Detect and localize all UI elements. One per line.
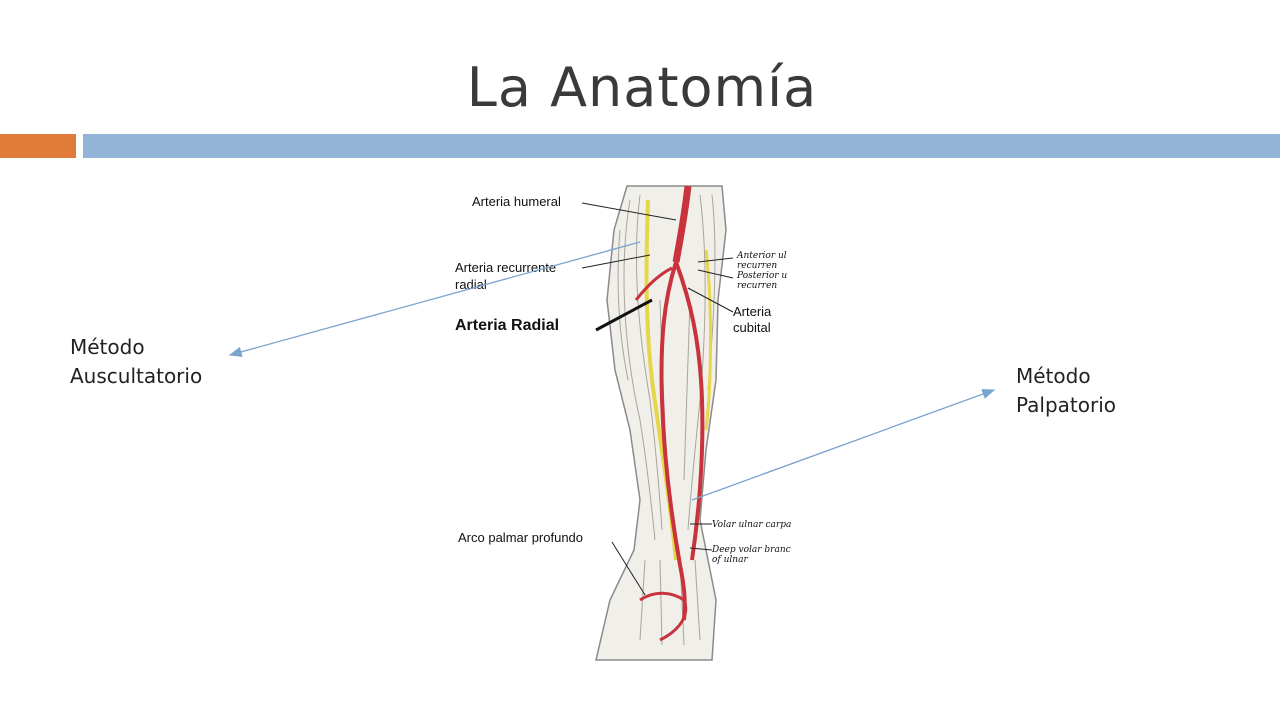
arrow-to-palpatorio xyxy=(691,389,996,501)
label-recurrente-line1: Arteria recurrente xyxy=(455,260,556,275)
artery-humeral xyxy=(672,185,692,263)
label-cubital-line1: Arteria xyxy=(733,304,772,319)
artery-palmar-arch xyxy=(639,591,688,642)
artery-ulnar xyxy=(674,261,705,561)
artery-recurrent xyxy=(634,266,673,301)
method-palpatorio-line1: Método xyxy=(1016,364,1091,388)
method-auscultatorio-line1: Método xyxy=(70,335,145,359)
label-anterior-ulnar-2: recurren xyxy=(737,261,777,271)
label-arteria-radial: Arteria Radial xyxy=(455,317,559,334)
label-anterior-ulnar-1: Anterior ul xyxy=(736,251,787,261)
label-volar-ulnar: Volar ulnar carpa xyxy=(712,520,791,530)
method-auscultatorio-label: Método Auscultatorio xyxy=(70,333,202,391)
label-recurrente-line2: radial xyxy=(455,277,487,292)
label-posterior-ulnar-2: recurren xyxy=(737,281,777,291)
label-arteria-humeral: Arteria humeral xyxy=(472,194,561,209)
label-posterior-ulnar-1: Posterior u xyxy=(736,271,787,281)
method-palpatorio-line2: Palpatorio xyxy=(1016,393,1117,417)
method-auscultatorio-line2: Auscultatorio xyxy=(70,364,203,388)
label-deep-volar-1: Deep volar branc xyxy=(711,545,791,555)
label-deep-volar-2: of ulnar xyxy=(712,555,748,565)
artery-radial xyxy=(659,261,687,621)
nerve-yellow-2 xyxy=(704,249,712,431)
accent-bar-blue xyxy=(83,134,1280,158)
leader-lines xyxy=(581,202,734,596)
label-arco-palmar: Arco palmar profundo xyxy=(458,530,583,545)
leader-arteria-radial xyxy=(595,298,653,332)
accent-bar-orange xyxy=(0,134,76,158)
method-palpatorio-label: Método Palpatorio xyxy=(1016,362,1116,420)
label-cubital-line2: cubital xyxy=(733,320,771,335)
slide-title: La Anatomía xyxy=(466,56,818,119)
arrow-to-auscultatorio xyxy=(228,241,641,357)
